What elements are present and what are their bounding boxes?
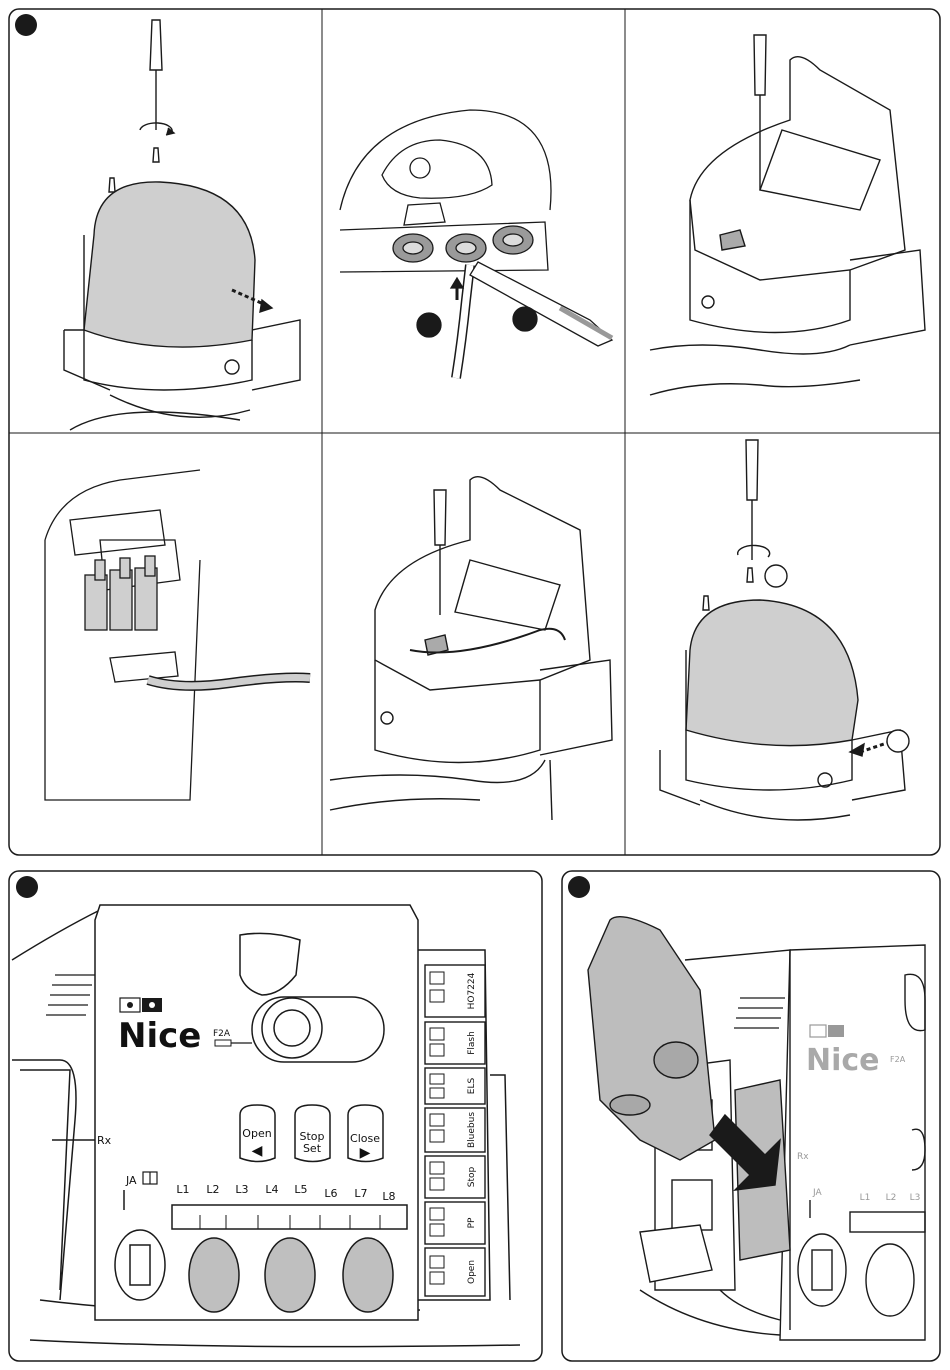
detail-fuse-label: F2A bbox=[890, 1055, 906, 1064]
led-label: L5 bbox=[294, 1183, 307, 1196]
brand-logo: Nice bbox=[118, 1016, 201, 1056]
step-badge bbox=[15, 14, 37, 36]
terminal-label: HO7224 bbox=[467, 972, 477, 1009]
ja-label: JA bbox=[125, 1174, 137, 1187]
led-label: L7 bbox=[354, 1187, 367, 1200]
screw-icon bbox=[747, 568, 753, 582]
terminal-label: Flash bbox=[467, 1031, 477, 1055]
step-badge bbox=[568, 876, 590, 898]
module-insertion bbox=[588, 917, 925, 1340]
rotate-arrow-icon bbox=[738, 545, 770, 557]
detail-rx-label: Rx bbox=[797, 1152, 809, 1162]
rx-label: Rx bbox=[97, 1134, 112, 1147]
terminal-label: Bluebus bbox=[467, 1112, 477, 1148]
led-label: L2 bbox=[886, 1193, 897, 1203]
detail-ja-label: JA bbox=[812, 1188, 822, 1198]
screwdriver-icon bbox=[150, 20, 162, 130]
led-label: L1 bbox=[860, 1193, 871, 1203]
screw-icon bbox=[153, 148, 159, 162]
led-label: L3 bbox=[910, 1193, 921, 1203]
terminal-label: ELS bbox=[467, 1078, 477, 1095]
button-open-label: Open bbox=[242, 1127, 271, 1140]
sub-badge-outline bbox=[887, 730, 909, 752]
sub-badge bbox=[513, 307, 537, 331]
step-badge bbox=[16, 876, 38, 898]
led-label: L2 bbox=[206, 1183, 219, 1196]
terminal-label: Open bbox=[467, 1260, 477, 1284]
screw-icon bbox=[703, 596, 709, 610]
panel-grommets bbox=[340, 110, 612, 378]
terminal-label: Stop bbox=[467, 1166, 477, 1187]
detail-brand-logo: Nice bbox=[806, 1043, 880, 1078]
sub-badge bbox=[417, 313, 441, 337]
connector-icon bbox=[85, 556, 157, 630]
insert-arrow-icon bbox=[451, 278, 463, 288]
led-label: L8 bbox=[382, 1190, 395, 1203]
led-label: L6 bbox=[324, 1187, 337, 1200]
panel-remove-cover bbox=[64, 20, 300, 430]
panel-open-unit bbox=[650, 35, 925, 395]
pull-arrow-icon bbox=[260, 300, 272, 312]
panel-terminal-block bbox=[45, 470, 310, 800]
button-open-arrow: ◀ bbox=[252, 1143, 263, 1159]
button-set-label: Set bbox=[303, 1142, 322, 1155]
led-label: L4 bbox=[265, 1183, 278, 1196]
terminal-label: PP bbox=[467, 1217, 477, 1228]
button-close-arrow: ▶ bbox=[360, 1145, 371, 1161]
screw-icon bbox=[109, 178, 115, 192]
panel-wiring bbox=[330, 477, 612, 820]
button-close-label: Close bbox=[350, 1132, 380, 1145]
detail-led-labels: L1 L2 L3 bbox=[860, 1193, 921, 1203]
led-label: L3 bbox=[235, 1183, 248, 1196]
fuse-label: F2A bbox=[213, 1029, 231, 1039]
sub-badge-outline bbox=[765, 565, 787, 587]
panel-refit-cover bbox=[660, 440, 909, 820]
led-label: L1 bbox=[176, 1183, 189, 1196]
